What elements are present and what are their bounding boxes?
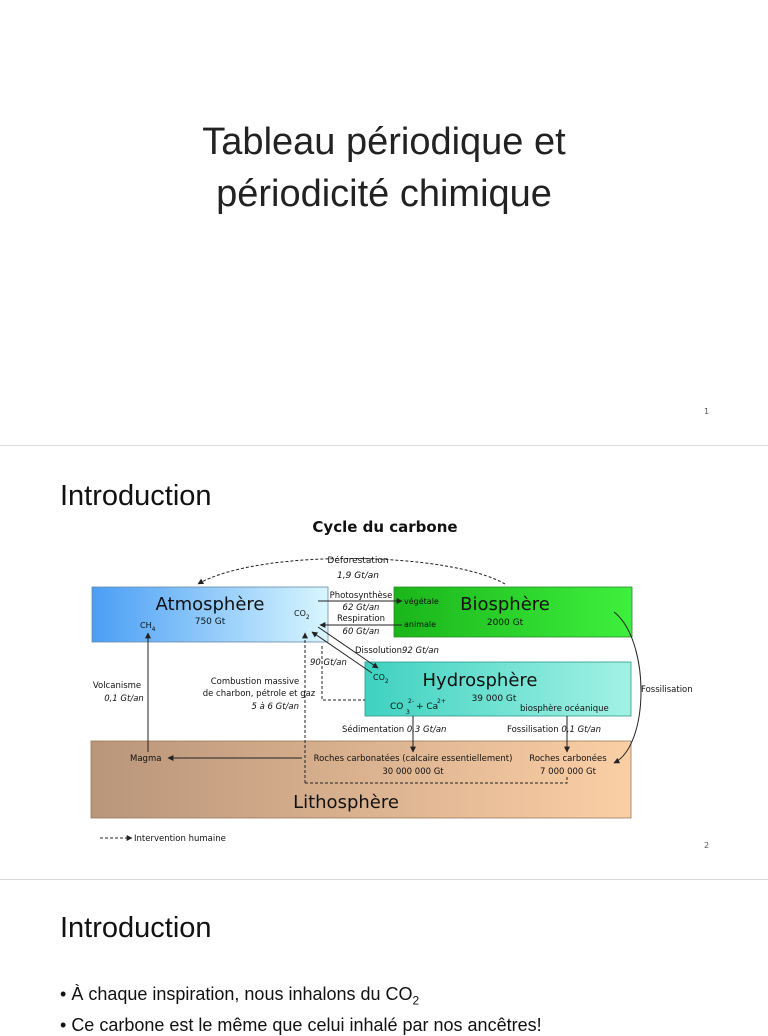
volcanisme-value: 0,1 Gt/an [104, 694, 144, 704]
volcanisme-label: Volcanisme [93, 681, 141, 691]
page-number: 2 [704, 841, 710, 850]
respiration-value: 60 Gt/an [343, 627, 380, 637]
fossilisation-right-arrow [613, 611, 642, 764]
photosynthese-label: Photosynthèse [330, 590, 393, 601]
hydrosphere-ca: + Ca [416, 702, 438, 712]
fossilisation-right-label: Fossilisation [641, 685, 693, 695]
roches-carbonees-amount: 7 000 000 Gt [540, 767, 597, 777]
degassing-value: 90 Gt/an [310, 658, 347, 668]
combustion-value: 5 à 6 Gt/an [251, 702, 299, 712]
lithosphere-label: Lithosphère [293, 792, 399, 813]
biosphere-label: Biosphère [460, 594, 550, 615]
carbon-cycle-diagram: Cycle du carbone Déforestation 1,9 Gt/an… [90, 518, 693, 844]
hydrosphere-co2: CO2 [373, 673, 389, 685]
bullet-1: • À chaque inspiration, nous inhalons du… [60, 984, 420, 1008]
bullet-2-text: Ce carbone est le même que celui inhalé … [71, 1015, 542, 1035]
hydrosphere-ca-sup: 2+ [437, 698, 446, 705]
slide-title-line-1: Tableau périodique et [202, 121, 566, 163]
bullet-2: • Ce carbone est le même que celui inhal… [60, 1015, 542, 1035]
dissolution-label: Dissolution92 Gt/an [355, 646, 439, 656]
deforestation-value: 1,9 Gt/an [337, 571, 379, 581]
biosphere-animale: animale [404, 620, 436, 629]
hydrosphere-co3-sup: 2- [408, 698, 414, 705]
combustion-dashed-link [305, 775, 568, 784]
legend-label: Intervention humaine [134, 834, 226, 844]
hydrosphere-co3: CO [390, 702, 403, 712]
atmosphere-label: Atmosphère [156, 594, 265, 615]
hydrosphere-amount: 39 000 Gt [472, 694, 517, 704]
fossilisation-label: Fossilisation 0,1 Gt/an [507, 725, 601, 735]
bullet-1-text: À chaque inspiration, nous inhalons du C… [71, 984, 413, 1004]
biosphere-box [393, 586, 633, 638]
slide-title-line-2: périodicité chimique [216, 173, 552, 215]
deforestation-arrow [197, 557, 506, 585]
biosphere-vegetale: végétale [404, 596, 439, 606]
slide-separator [0, 879, 768, 880]
hydrosphere-label: Hydrosphère [423, 670, 538, 691]
atmosphere-amount: 750 Gt [195, 617, 226, 627]
hydrosphere-box [364, 661, 632, 717]
roches-carbonees-label: Roches carbonées [529, 753, 607, 764]
bullet-1-subscript: 2 [412, 993, 420, 1008]
dissolution-arrow [317, 626, 379, 669]
roches-carbonatees-label: Roches carbonatées (calcaire essentielle… [314, 753, 513, 764]
atmosphere-ch4: CH4 [140, 621, 156, 633]
slide-3: Introduction • À chaque inspiration, nou… [0, 880, 768, 1035]
deforestation-label: Déforestation [327, 555, 388, 566]
diagram-title: Cycle du carbone [312, 518, 457, 536]
slide-title: Tableau périodique et périodicité chimiq… [0, 116, 768, 220]
slide-heading: Introduction [60, 480, 212, 512]
slide-separator [0, 445, 768, 446]
sedimentation-label: Sédimentation 0,3 Gt/an [342, 724, 446, 735]
slide-1: Tableau périodique et périodicité chimiq… [0, 0, 768, 444]
slide-2: Introduction Cycle du carbone Déforestat… [0, 446, 768, 878]
hydrosphere-dashed-link [321, 646, 365, 701]
biosphere-amount: 2000 Gt [487, 618, 524, 628]
respiration-label: Respiration [337, 614, 385, 624]
hydrosphere-biosphere-oceanique: biosphère océanique [520, 703, 609, 714]
photosynthese-value: 62 Gt/an [343, 603, 380, 613]
combustion-label-2: de charbon, pétrole et gaz [203, 688, 316, 699]
combustion-label-1: Combustion massive [211, 677, 300, 687]
magma-label: Magma [130, 754, 161, 764]
degassing-arrow [311, 631, 373, 674]
roches-carbonatees-amount: 30 000 000 Gt [382, 767, 444, 777]
page-number: 1 [704, 407, 710, 416]
atmosphere-box [91, 586, 329, 643]
slide-heading: Introduction [60, 912, 212, 944]
atmosphere-co2: CO2 [294, 609, 310, 621]
lithosphere-box [90, 740, 632, 819]
hydrosphere-co3-sub: 3 [406, 709, 410, 716]
